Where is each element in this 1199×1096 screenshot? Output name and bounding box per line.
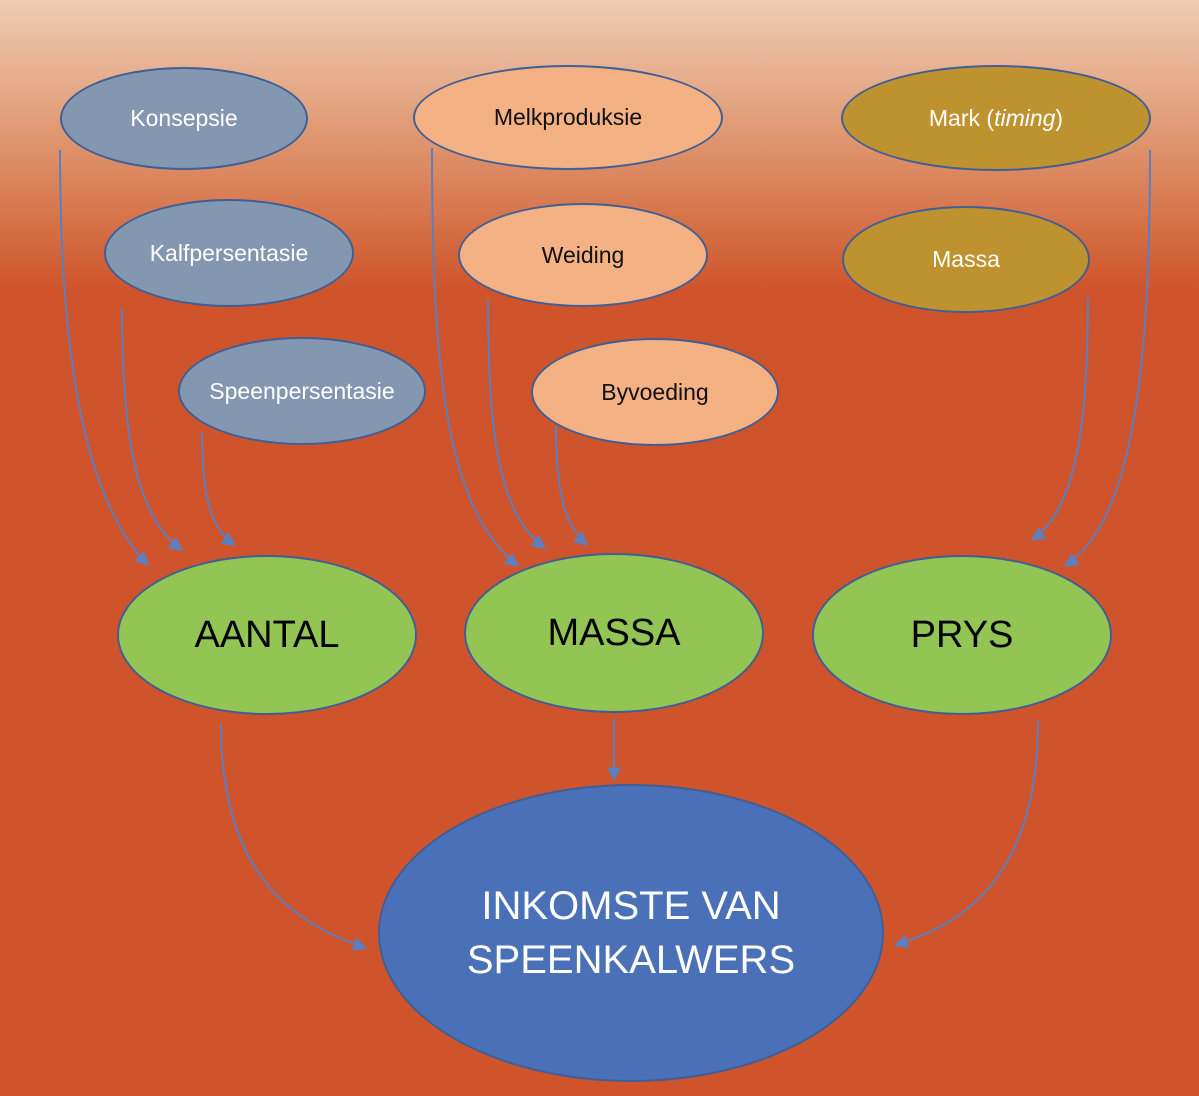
arrow-weiding-massa (487, 299, 547, 549)
weiding-label: Weiding (541, 241, 625, 268)
aantal-node: AANTAL (117, 555, 417, 715)
mark-close-text: ) (1055, 104, 1064, 131)
speenpersentasie-label: Speenpersentasie (209, 377, 395, 404)
mark-timing-node: Mark (timing) (841, 65, 1151, 171)
massa-factor-label: Massa (932, 246, 1000, 272)
mark-timing-label: Mark (timing) (929, 105, 1063, 132)
arrow-prys-result (893, 719, 1039, 949)
weiding-node: Weiding (458, 203, 708, 307)
arrow-byvoeding-massa (555, 425, 589, 546)
aantal-label: AANTAL (194, 613, 340, 656)
massa-node: MASSA (464, 553, 764, 713)
byvoeding-node: Byvoeding (531, 338, 779, 446)
timing-text: timing (994, 104, 1056, 131)
arrow-massa-factor-prys (1030, 296, 1089, 541)
arrow-konsepsie-aantal (59, 149, 149, 567)
arrow-melkproduksie-massa (431, 147, 520, 567)
result-line-2: SPEENKALWERS (466, 938, 796, 982)
prys-label: PRYS (910, 613, 1014, 656)
arrow-mark-prys (1063, 149, 1151, 567)
kalfpersentasie-node: Kalfpersentasie (104, 199, 354, 307)
prys-node: PRYS (812, 555, 1112, 715)
mark-text: Mark ( (928, 104, 995, 131)
kalfpersentasie-label: Kalfpersentasie (149, 239, 309, 266)
byvoeding-label: Byvoeding (601, 378, 709, 405)
massa-factor-node: Massa (842, 206, 1090, 313)
konsepsie-label: Konsepsie (130, 105, 238, 131)
inkomste-node: INKOMSTE VAN SPEENKALWERS (378, 784, 884, 1082)
result-line-1: INKOMSTE VAN (481, 884, 781, 928)
arrow-speenpersentasie-aantal (201, 431, 237, 546)
speenpersentasie-node: Speenpersentasie (178, 337, 426, 445)
massa-label: MASSA (547, 611, 681, 654)
arrow-aantal-result (220, 723, 368, 951)
melkproduksie-node: Melkproduksie (413, 65, 723, 170)
melkproduksie-label: Melkproduksie (493, 104, 643, 130)
arrow-kalfpersentasie-aantal (121, 307, 184, 551)
konsepsie-node: Konsepsie (60, 67, 308, 170)
